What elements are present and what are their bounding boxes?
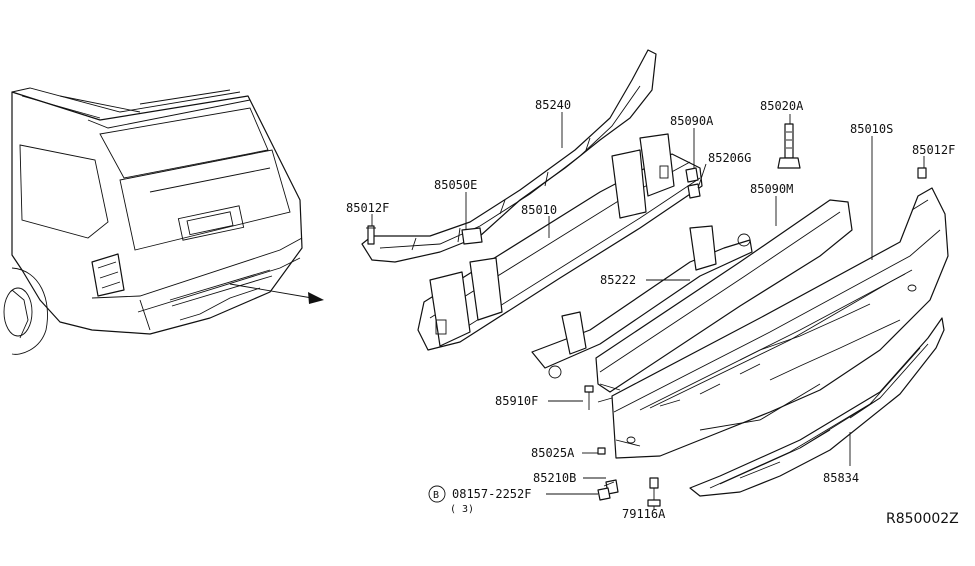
label-85010: 85010: [521, 203, 557, 217]
label-08157-2252F: 08157-2252F: [452, 487, 531, 501]
label-bolt-quantity: ( 3): [450, 504, 474, 515]
label-85206G: 85206G: [708, 151, 751, 165]
leader-lines: [371, 112, 925, 510]
part-85090M-absorber: [595, 199, 853, 393]
label-85010S: 85010S: [850, 122, 893, 136]
part-85834-garnish: [689, 317, 945, 497]
label-85020A: 85020A: [760, 99, 804, 113]
vehicle-rear-illustration: [3, 87, 324, 355]
label-85025A: 85025A: [531, 446, 575, 460]
part-85010-reinforcement: [417, 133, 703, 351]
label-85834: 85834: [823, 471, 859, 485]
label-85210B: 85210B: [533, 471, 576, 485]
label-85090M: 85090M: [750, 182, 793, 196]
label-85012F-right: 85012F: [912, 143, 955, 157]
fasteners: [366, 123, 927, 507]
label-85012F-left: 85012F: [346, 201, 389, 215]
part-85240-harness: [361, 49, 657, 263]
label-85222: 85222: [600, 273, 636, 287]
part-85010S-fascia: [611, 187, 949, 459]
bolt-note-symbol: B: [433, 490, 439, 501]
part-labels: 85240 85090A 85020A 85010S 85206G 85012F…: [346, 98, 959, 527]
label-85090A: 85090A: [670, 114, 714, 128]
part-85222-bracket: [531, 225, 753, 379]
label-79116A: 79116A: [622, 507, 666, 521]
label-85240: 85240: [535, 98, 571, 112]
label-85050E: 85050E: [434, 178, 477, 192]
bolt-note-circle: [428, 485, 446, 503]
label-85910F: 85910F: [495, 394, 538, 408]
diagram-reference-code: R850002Z: [886, 511, 959, 527]
